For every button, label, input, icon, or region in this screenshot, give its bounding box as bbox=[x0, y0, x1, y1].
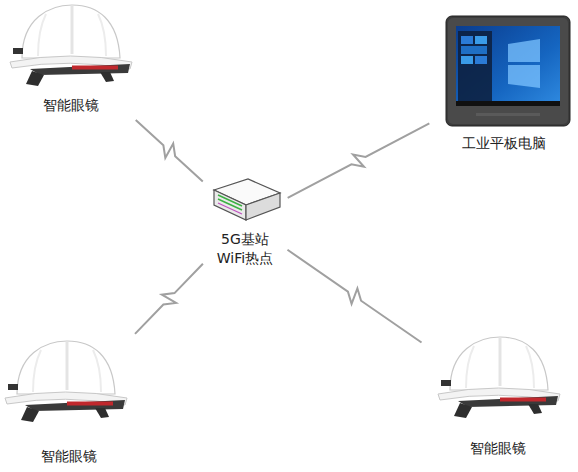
wireless-link bbox=[136, 120, 203, 182]
device-node: 工业平板电脑 bbox=[432, 12, 576, 156]
device-label: 智能眼镜 bbox=[2, 447, 135, 466]
device-node: 智能眼镜 bbox=[4, 2, 137, 118]
device-label: 5G基站 WiFi热点 bbox=[212, 230, 278, 268]
helmet-glasses bbox=[10, 5, 132, 86]
device-label: 智能眼镜 bbox=[4, 96, 137, 115]
tablet bbox=[446, 16, 570, 126]
device-node: 智能眼镜 bbox=[2, 336, 135, 469]
device-node: 智能眼镜 bbox=[424, 330, 572, 461]
helmet-glasses bbox=[5, 341, 127, 422]
device-label: 工业平板电脑 bbox=[432, 134, 576, 153]
helmet-glasses bbox=[438, 337, 560, 418]
wireless-link bbox=[135, 264, 203, 334]
wireless-link bbox=[287, 250, 421, 343]
router bbox=[214, 179, 280, 220]
device-label: 智能眼镜 bbox=[424, 439, 572, 458]
device-node: 5G基站 WiFi热点 bbox=[205, 170, 285, 271]
wireless-link bbox=[288, 123, 430, 198]
